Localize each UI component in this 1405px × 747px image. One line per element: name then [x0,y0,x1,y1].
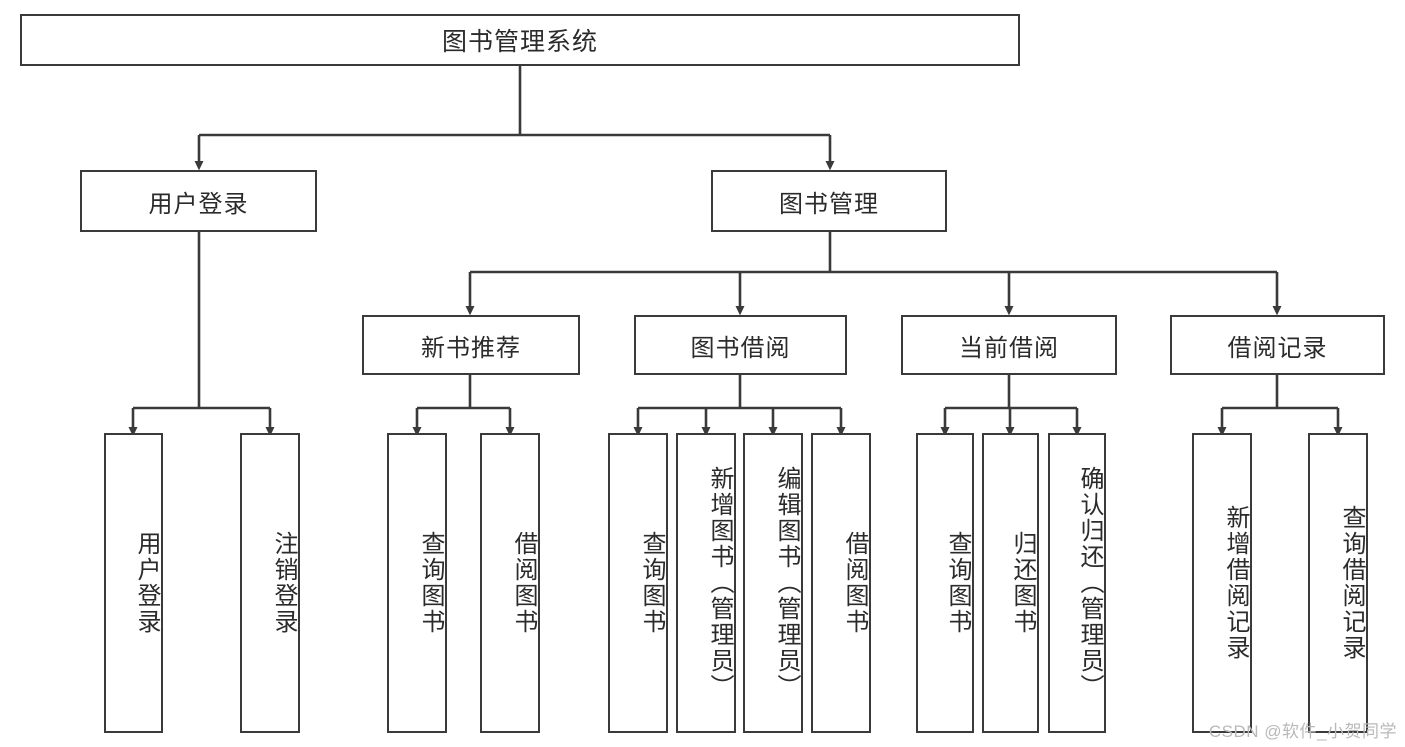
leaf-logout-login[interactable]: 注销登录 [240,433,300,733]
node-book-manage[interactable]: 图书管理 [711,170,947,232]
leaf-query-book-2[interactable]: 查询图书 [608,433,668,733]
node-label: 图书管理系统 [441,28,598,56]
node-label: 用户登录 [133,531,160,635]
node-user-login[interactable]: 用户登录 [80,170,317,232]
leaf-confirm-return[interactable]: 确认归还（管理员） [1048,433,1106,733]
node-current-borrow[interactable]: 当前借阅 [901,315,1117,375]
node-new-book-recommend[interactable]: 新书推荐 [362,315,580,375]
leaf-return-book[interactable]: 归还图书 [982,433,1039,733]
leaf-add-record[interactable]: 新增借阅记录 [1192,433,1252,733]
node-borrow-record[interactable]: 借阅记录 [1170,315,1385,375]
node-label: 新书推荐 [421,334,521,362]
node-label: 图书借阅 [690,334,791,362]
node-label: 图书管理 [779,190,879,218]
node-label: 新增图书（管理员） [706,466,733,700]
node-label: 借阅图书 [841,531,868,635]
node-label: 编辑图书（管理员） [773,466,800,700]
leaf-query-book-3[interactable]: 查询图书 [916,433,974,733]
node-label: 确认归还（管理员） [1076,466,1103,700]
node-label: 注销登录 [270,531,297,635]
leaf-add-book[interactable]: 新增图书（管理员） [676,433,736,733]
node-label: 查询图书 [417,531,444,635]
node-label: 借阅图书 [510,531,537,635]
node-label: 用户登录 [148,190,249,218]
node-label: 查询图书 [944,531,971,635]
node-label: 借阅记录 [1227,334,1328,362]
node-book-borrow[interactable]: 图书借阅 [634,315,847,375]
leaf-query-record[interactable]: 查询借阅记录 [1308,433,1368,733]
node-label: 查询图书 [638,531,665,635]
leaf-query-book-1[interactable]: 查询图书 [387,433,447,733]
node-label: 查询借阅记录 [1338,505,1365,661]
watermark: CSDN @软件_小贺同学 [1208,722,1397,741]
leaf-borrow-book-1[interactable]: 借阅图书 [480,433,540,733]
leaf-edit-book[interactable]: 编辑图书（管理员） [743,433,803,733]
node-label: 新增借阅记录 [1222,505,1249,661]
leaf-user-login[interactable]: 用户登录 [104,433,163,733]
node-label: 当前借阅 [959,334,1059,362]
node-label: 归还图书 [1009,531,1036,635]
leaf-borrow-book-2[interactable]: 借阅图书 [811,433,871,733]
node-root-book-management-system[interactable]: 图书管理系统 [20,14,1020,66]
